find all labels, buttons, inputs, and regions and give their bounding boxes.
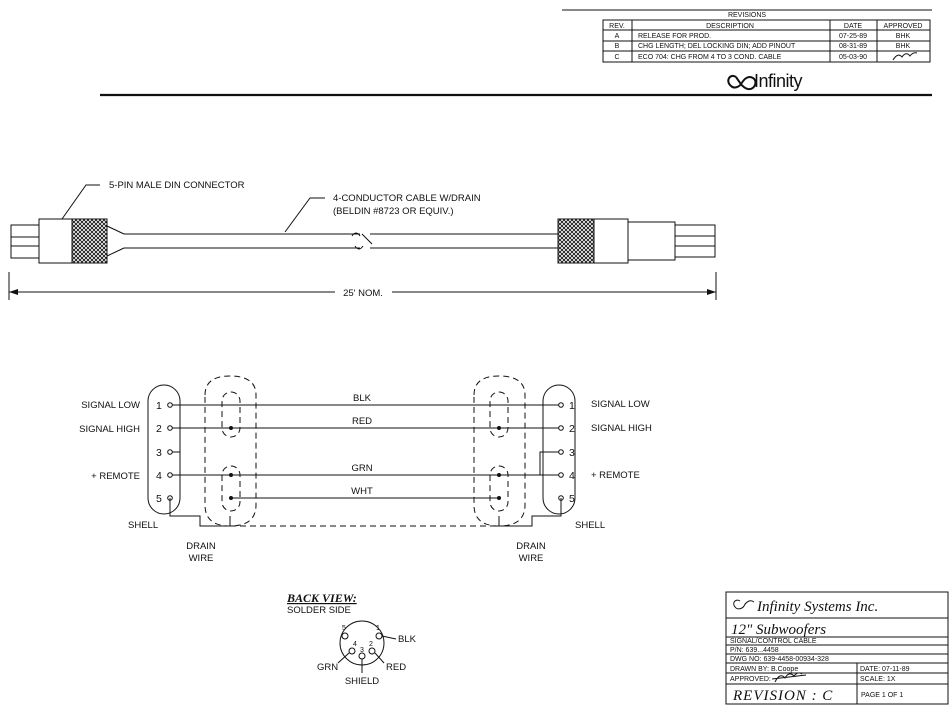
right-shell-link bbox=[498, 498, 562, 527]
left-drain-label: DRAIN bbox=[186, 541, 216, 552]
rev-cell: A bbox=[615, 33, 620, 40]
left-pin-connector bbox=[147, 384, 181, 515]
left-pin-number: 4 bbox=[156, 470, 162, 482]
right-shell-label: SHELL bbox=[575, 520, 605, 531]
rev-cell: B bbox=[615, 43, 620, 50]
date-header: DATE bbox=[844, 23, 862, 30]
date-cell: 07-25-89 bbox=[839, 33, 867, 40]
din-pin-5 bbox=[341, 632, 349, 640]
back-view-title: BACK VIEW: bbox=[286, 591, 357, 605]
description-cell: RELEASE FOR PROD. bbox=[638, 33, 711, 40]
din-pin-label: 4 bbox=[353, 641, 357, 648]
approved-cell: BHK bbox=[896, 43, 911, 50]
right-connector bbox=[557, 218, 716, 264]
title-block: Infinity Systems Inc. 12" Subwoofers SIG… bbox=[725, 591, 949, 705]
wire-label-blk: BLK bbox=[353, 393, 372, 404]
back-view: BACK VIEW: SOLDER SIDE 5 1 4 2 3 BLK GRN… bbox=[286, 591, 417, 687]
cable-label-line1: 4-CONDUCTOR CABLE W/DRAIN bbox=[333, 193, 481, 204]
drawing-description: SIGNAL/CONTROL CABLE bbox=[730, 638, 817, 645]
left-label-remote: + REMOTE bbox=[91, 471, 140, 482]
approved-cell: BHK bbox=[896, 33, 911, 40]
left-shield-outline bbox=[204, 375, 257, 527]
left-pin-number: 3 bbox=[156, 447, 162, 459]
right-label-signal-high: SIGNAL HIGH bbox=[591, 423, 652, 434]
right-label-remote: + REMOTE bbox=[591, 470, 640, 481]
drawing-date: DATE: 07-11-89 bbox=[860, 666, 910, 673]
revisions-title: REVISIONS bbox=[728, 12, 766, 19]
cable-label-line2: (BELDIN #8723 OR EQUIV.) bbox=[333, 206, 454, 217]
right-shield-outline bbox=[473, 375, 526, 527]
left-shell-link bbox=[169, 498, 231, 527]
left-pin-number: 5 bbox=[156, 493, 162, 505]
logo-text: Infinity bbox=[754, 71, 803, 91]
right-pin-number: 4 bbox=[569, 470, 575, 482]
approval-signature bbox=[771, 672, 807, 683]
back-view-subtitle: SOLDER SIDE bbox=[287, 605, 351, 616]
connector-label: 5-PIN MALE DIN CONNECTOR bbox=[109, 180, 245, 191]
right-pin-number: 5 bbox=[569, 493, 575, 505]
infinity-logo: Infinity bbox=[727, 71, 803, 91]
approved-header: APPROVED bbox=[884, 23, 923, 30]
pinout-schematic: 1 2 3 4 5 1 2 3 4 5 SIGNAL LOW SIGNAL HI… bbox=[79, 375, 652, 564]
left-label-signal-low: SIGNAL LOW bbox=[81, 400, 140, 411]
revision-label: REVISION : C bbox=[732, 688, 833, 704]
left-label-signal-high: SIGNAL HIGH bbox=[79, 424, 140, 435]
drawing-number: DWG NO: 639-4458-00934-328 bbox=[730, 656, 829, 663]
page-number: PAGE 1 OF 1 bbox=[861, 692, 903, 699]
back-view-red-label: RED bbox=[386, 662, 406, 673]
left-jumper bbox=[172, 451, 181, 475]
wire-label-grn: GRN bbox=[351, 463, 372, 474]
rev-header: REV. bbox=[609, 23, 625, 30]
din-pin-label: 3 bbox=[360, 647, 364, 654]
description-cell: ECO 704: CHG FROM 4 TO 3 COND. CABLE bbox=[638, 54, 782, 61]
left-drain-label-2: WIRE bbox=[189, 553, 214, 564]
rev-cell: C bbox=[614, 54, 619, 61]
dimension-arrow-left-icon bbox=[9, 289, 18, 295]
wire-label-red: RED bbox=[352, 416, 372, 427]
right-drain-label: DRAIN bbox=[516, 541, 546, 552]
cable-leader bbox=[284, 197, 325, 233]
back-view-shield-label: SHIELD bbox=[345, 676, 379, 687]
din-pin-4 bbox=[348, 647, 356, 655]
connector-leader bbox=[61, 184, 100, 220]
revisions-table: REVISIONS REV. DESCRIPTION DATE APPROVED… bbox=[562, 9, 932, 63]
infinity-logo-icon bbox=[727, 75, 757, 91]
left-pin-number: 1 bbox=[156, 400, 162, 412]
dimension-arrow-right-icon bbox=[707, 289, 716, 295]
left-shell-label: SHELL bbox=[128, 520, 158, 531]
back-view-blk-label: BLK bbox=[398, 634, 417, 645]
right-drain-label-2: WIRE bbox=[519, 553, 544, 564]
product-name: 12" Subwoofers bbox=[731, 622, 826, 638]
right-pin-number: 3 bbox=[569, 447, 575, 459]
date-cell: 05-03-90 bbox=[839, 54, 867, 61]
din-pin-label: 2 bbox=[369, 641, 373, 648]
right-jumper bbox=[539, 451, 559, 475]
din-pin-1 bbox=[375, 632, 383, 640]
left-connector bbox=[10, 218, 125, 264]
part-number: P/N: 639...4458 bbox=[730, 647, 779, 654]
company-logo-icon bbox=[733, 599, 755, 610]
scale: SCALE: 1X bbox=[860, 676, 896, 683]
description-header: DESCRIPTION bbox=[706, 23, 754, 30]
right-pin-number: 1 bbox=[569, 400, 575, 412]
date-cell: 08-31-89 bbox=[839, 43, 867, 50]
description-cell: CHG LENGTH; DEL LOCKING DIN; ADD PINOUT bbox=[638, 43, 796, 50]
approved-by: APPROVED: bbox=[730, 676, 771, 683]
wire-label-wht: WHT bbox=[351, 486, 373, 497]
cable-break bbox=[351, 232, 373, 250]
right-label-signal-low: SIGNAL LOW bbox=[591, 399, 650, 410]
din-pin-2 bbox=[368, 647, 376, 655]
right-pin-connector bbox=[542, 384, 576, 515]
signature-scribble bbox=[892, 52, 918, 61]
length-label: 25' NOM. bbox=[343, 288, 383, 299]
cable-assembly: 5-PIN MALE DIN CONNECTOR 4-CONDUCTOR CAB… bbox=[8, 180, 717, 300]
drawn-by: DRAWN BY: B.Coope bbox=[730, 666, 798, 673]
back-view-grn-label: GRN bbox=[317, 662, 338, 673]
left-pin-number: 2 bbox=[156, 423, 162, 435]
din-pin-label: 5 bbox=[342, 625, 346, 632]
din-pin-label: 1 bbox=[376, 625, 380, 632]
right-pin-number: 2 bbox=[569, 423, 575, 435]
company-name: Infinity Systems Inc. bbox=[756, 599, 878, 615]
